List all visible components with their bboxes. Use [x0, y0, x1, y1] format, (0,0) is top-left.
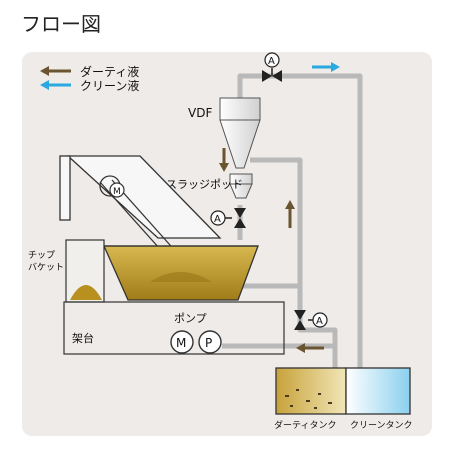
valve-sludge-label: A: [214, 214, 221, 225]
dirty-legend-arrowhead: [40, 66, 49, 76]
chip-bucket-label-1: チップ: [28, 250, 55, 261]
valve-pump-actuator: [312, 312, 328, 328]
sludge-pot-label: スラッジポッド: [166, 178, 243, 191]
legend-dirty-label: ダーティ液: [80, 64, 139, 79]
valve-pump: A: [294, 310, 328, 330]
page-title: フロー図: [21, 12, 101, 36]
valve-top-right: [272, 70, 282, 82]
flow-arrows: [219, 62, 340, 353]
valve-sludge: A: [210, 208, 246, 228]
clean-tank-body: [345, 367, 411, 415]
sludge-heap: [150, 272, 212, 282]
dirty-tank-chips: [285, 389, 332, 409]
pump-motor: [170, 330, 194, 354]
valve-pump-bottom: [294, 320, 306, 330]
clean-pipe: [237, 73, 363, 380]
dirty-tank-label: ダーティタンク: [274, 419, 336, 431]
valve-top-actuator: [264, 52, 280, 68]
conveyor-motor-label: M: [113, 187, 121, 197]
sludge-pot: スラッジポッド: [166, 173, 253, 199]
vdf-cone: [219, 119, 261, 169]
coolant-tank: [102, 245, 259, 301]
vdf-top: [219, 97, 261, 121]
frame-label: 架台: [72, 331, 94, 345]
valve-sludge-actuator: [210, 210, 226, 226]
dirty-tank-body: [275, 367, 347, 415]
valve-pump-top: [294, 310, 306, 320]
chip-bucket-chips: [70, 285, 102, 300]
pump-motor-label: M: [176, 336, 186, 350]
chip-conveyor: M: [59, 155, 222, 259]
frame-body: [63, 301, 285, 355]
conveyor-motor: [109, 182, 125, 198]
pump-body: [198, 330, 222, 354]
pump-unit: ポンプ M P: [170, 312, 222, 354]
vdf-label: VDF: [188, 106, 212, 120]
vdf-unit: VDF: [188, 97, 261, 169]
chip-bucket: チップ バケット: [28, 239, 105, 303]
chip-bucket-label-2: バケット: [28, 262, 64, 273]
clean-tank-label: クリーンタンク: [350, 420, 413, 431]
pump-body-label: P: [205, 336, 212, 350]
pump-label: ポンプ: [174, 312, 207, 325]
valve-sludge-top: [234, 208, 246, 218]
return-pipe: [222, 157, 338, 349]
clean-legend-arrowhead: [40, 80, 49, 90]
dirty-tank: ダーティタンク: [274, 367, 347, 431]
conveyor-head: [59, 155, 71, 221]
sludge-pot-cone: [229, 183, 253, 199]
valve-top-label: A: [268, 56, 275, 67]
valve-top-left: [262, 70, 272, 82]
valve-sludge-bottom: [234, 218, 246, 228]
frame: 架台: [63, 301, 285, 355]
valve-top: A: [262, 52, 282, 82]
valve-pump-label: A: [316, 316, 323, 327]
clean-tank: クリーンタンク: [345, 367, 413, 431]
legend-clean-label: クリーン液: [80, 78, 139, 93]
legend: ダーティ液 クリーン液: [40, 64, 139, 93]
conveyor-housing: [66, 155, 222, 239]
